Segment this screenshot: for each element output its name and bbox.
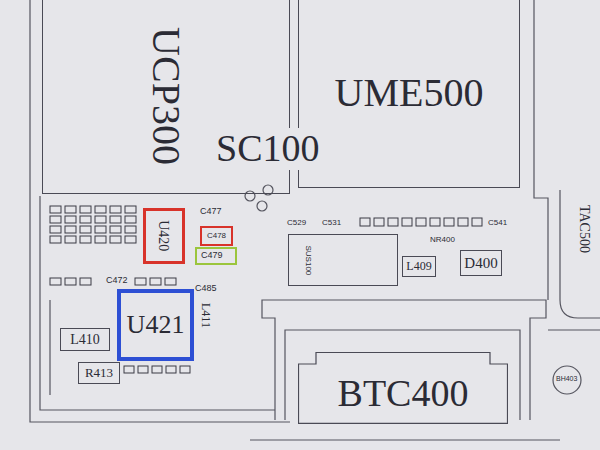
smd-pad: [65, 206, 76, 213]
part-name: L409: [406, 260, 431, 273]
part-label: L411: [199, 303, 212, 328]
smd-pad: [110, 206, 121, 213]
smd-pad: [124, 366, 134, 373]
part-name: SC100: [213, 128, 322, 170]
smd-pad: [110, 236, 121, 243]
smd-pad: [50, 278, 61, 285]
smd-pad: [110, 216, 121, 223]
smd-pad: [65, 226, 76, 233]
smd-pad: [125, 206, 136, 213]
part-label: NR400: [430, 236, 455, 245]
smd-pad: [80, 278, 91, 285]
smd-pad: [50, 226, 61, 233]
smd-pad: [180, 366, 190, 373]
hole-label: BH403: [556, 375, 577, 383]
connector-outline: [285, 330, 520, 420]
board-edge: [30, 0, 290, 422]
smd-pad: [150, 278, 161, 285]
board-edge: [534, 0, 548, 300]
smd-pad: [80, 236, 91, 243]
via-circle: [245, 191, 255, 201]
part-name: BTC400: [338, 373, 469, 415]
smd-pad: [472, 218, 482, 226]
part-label: C531: [322, 219, 341, 228]
smd-pad: [95, 216, 106, 223]
part-box: R413: [78, 362, 120, 384]
highlight-part: C478: [200, 226, 233, 246]
smd-pad: [125, 216, 136, 223]
connector-shape: [299, 353, 508, 424]
board-edge: [548, 329, 600, 330]
smd-pad: [50, 236, 61, 243]
smd-pad: [110, 226, 121, 233]
smd-pad: [125, 236, 136, 243]
smd-pad: [360, 218, 370, 226]
board-edge: [250, 439, 560, 440]
connector-outline: [262, 300, 546, 420]
part-label: C541: [488, 219, 507, 228]
board-edge: [40, 196, 275, 410]
smd-pad: [125, 226, 136, 233]
smd-pad: [50, 216, 61, 223]
smd-pad: [50, 206, 61, 213]
smd-pad: [80, 206, 91, 213]
smd-pad: [374, 218, 384, 226]
part-name: UCP300: [144, 27, 188, 165]
mount-hole: [553, 366, 581, 394]
smd-pad: [80, 226, 91, 233]
part-label: C529: [287, 219, 306, 228]
part-box: L409: [402, 256, 436, 277]
part-name: U421: [127, 311, 185, 340]
smd-pad: [80, 216, 91, 223]
smd-pad: [388, 218, 398, 226]
part-box: L410: [60, 328, 110, 351]
part-label: C485: [195, 284, 217, 294]
part-label: TAC500: [577, 205, 592, 253]
smd-pad: [416, 218, 426, 226]
smd-pad: [444, 218, 454, 226]
smd-pad: [95, 206, 106, 213]
smd-pad: [138, 366, 148, 373]
via-circle: [257, 201, 267, 211]
smd-pad: [152, 366, 162, 373]
highlight-box: [196, 248, 236, 264]
smd-pad: [458, 218, 468, 226]
board-edge: [49, 300, 50, 395]
part-label: C479: [201, 251, 223, 261]
pad-group: [50, 206, 482, 373]
part-label: C472: [106, 276, 128, 286]
part-name: U420: [156, 220, 171, 251]
board-edge: [560, 190, 600, 318]
smd-pad: [95, 226, 106, 233]
smd-pad: [430, 218, 440, 226]
connector-box: BTC400: [298, 352, 508, 424]
highlight-chip: U420: [143, 208, 185, 264]
chip-outline: UME500: [298, 0, 520, 188]
highlight-chip: U421: [117, 289, 194, 361]
part-name: L410: [70, 332, 100, 347]
part-box: D400: [460, 250, 502, 276]
smd-pad: [165, 278, 176, 285]
part-name: UME500: [335, 71, 484, 115]
part-name: C478: [207, 232, 226, 241]
part-name: R413: [85, 366, 113, 380]
part-name: D400: [464, 255, 497, 272]
smd-pad: [402, 218, 412, 226]
smd-pad: [65, 278, 76, 285]
smd-pad: [166, 366, 176, 373]
part-name: SUS100: [304, 245, 313, 275]
smd-pad: [95, 236, 106, 243]
smd-pad: [65, 236, 76, 243]
part-box: SUS100: [288, 234, 398, 286]
smd-pad: [135, 278, 146, 285]
smd-pad: [65, 216, 76, 223]
part-label: C477: [200, 207, 222, 217]
